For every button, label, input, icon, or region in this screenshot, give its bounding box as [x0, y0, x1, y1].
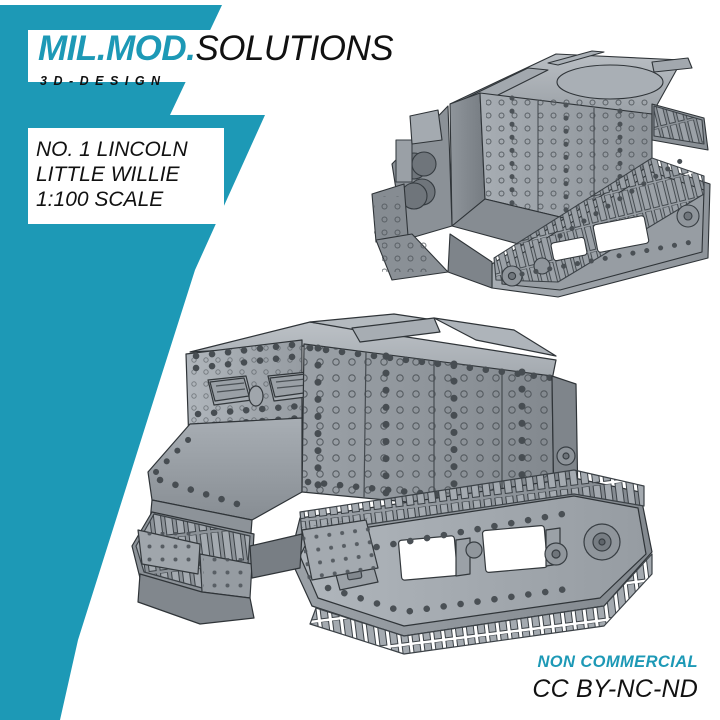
licence-block: NON COMMERCIAL CC BY-NC-ND — [532, 652, 698, 703]
licence-usage-label: NON COMMERCIAL — [537, 652, 698, 671]
brand-wordmark: MIL.MOD.SOLUTIONS — [38, 29, 394, 68]
model-scale-line: 1:100 SCALE — [36, 188, 164, 211]
model-title-block: NO. 1 LINCOLN LITTLE WILLIE 1:100 SCALE — [36, 137, 188, 212]
title-plate — [28, 128, 224, 224]
model-title-line-2: LITTLE WILLIE — [36, 163, 180, 186]
model-title-line-1: NO. 1 LINCOLN — [36, 138, 188, 161]
brand-accent-text: MIL.MOD. — [38, 29, 196, 68]
licence-code-label: CC BY-NC-ND — [532, 675, 698, 703]
logo-plate — [28, 30, 476, 82]
tank-render-front-quarter — [131, 313, 653, 655]
tank-render-rear-quarter — [371, 50, 711, 298]
brand-plain-text: SOLUTIONS — [195, 29, 394, 68]
brand-tagline: 3D-DESIGN — [40, 74, 167, 88]
